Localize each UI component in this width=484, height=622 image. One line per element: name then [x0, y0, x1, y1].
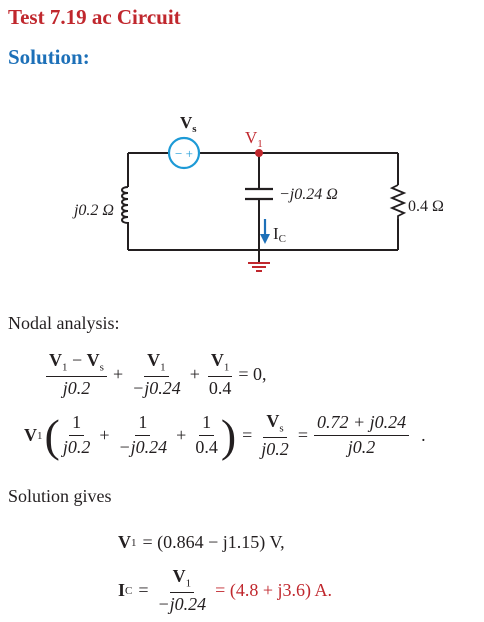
circuit-diagram: − + Vs V1 j0.2 Ω −j0.24 Ω 0.4 Ω IC: [72, 113, 444, 272]
current-arrow-head: [260, 234, 270, 244]
node-v1-label: V1: [245, 128, 263, 150]
fraction-capacitor-term: V1 −j0.24: [132, 350, 181, 398]
source-polarity: − +: [175, 146, 193, 161]
solution-heading: Solution:: [8, 45, 90, 69]
ground-symbol: [248, 262, 270, 272]
resistor-label: 0.4 Ω: [408, 198, 444, 215]
node-v1-dot: [255, 149, 263, 157]
resistor-symbol: [389, 184, 407, 219]
source-label: Vs: [180, 113, 197, 135]
nodal-equation: V1 − Vs j0.2 + V1 −j0.24 + V1 0.4 = 0,: [46, 350, 267, 398]
fraction-vsource-term: V1 − Vs j0.2: [46, 350, 107, 398]
voltage-source: [167, 136, 201, 170]
page-title: Test 7.19 ac Circuit: [8, 5, 181, 29]
nodal-analysis-label: Nodal analysis:: [8, 313, 120, 333]
fraction-resistor-term: V1 0.4: [207, 350, 233, 398]
inductor-label: j0.2 Ω: [72, 202, 114, 219]
solution-gives-label: Solution gives: [8, 486, 112, 506]
capacitor-label: −j0.24 Ω: [279, 186, 338, 203]
current-label: IC: [273, 224, 286, 245]
inductor-symbol: [121, 186, 129, 225]
